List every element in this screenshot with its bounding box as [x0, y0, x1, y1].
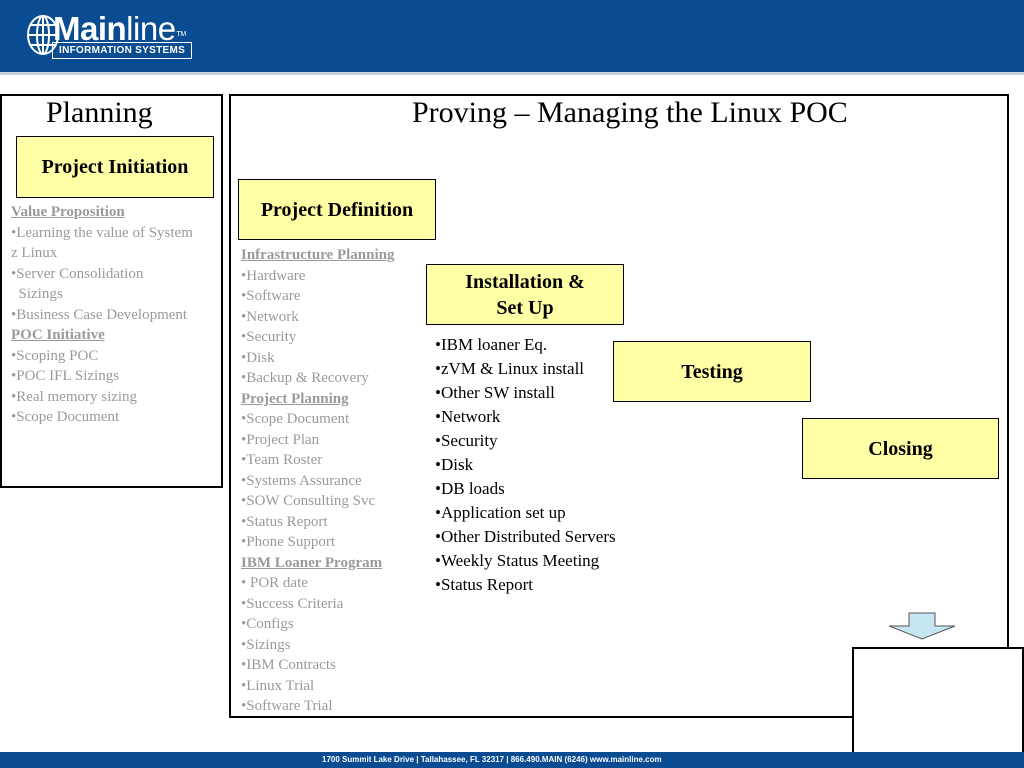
list-item: •Hardware: [241, 267, 306, 284]
list-item: •IBM Contracts: [241, 657, 336, 673]
list-item: •Server Consolidation: [11, 265, 144, 282]
list-item: •Application set up: [435, 503, 566, 522]
globe-icon: [27, 15, 59, 55]
list-item: •Scope Document: [241, 411, 350, 427]
installation-title-line1: Installation &: [465, 270, 585, 293]
section-heading: Value Proposition: [11, 204, 125, 220]
testing-box: Testing: [613, 341, 811, 402]
list-item: •Real memory sizing: [11, 388, 138, 405]
list-item: •DB loads: [435, 479, 505, 498]
header-divider: [0, 72, 1024, 75]
list-item: •Business Case Development: [11, 306, 188, 323]
list-item: •Scope Document: [11, 409, 120, 425]
list-item: •Status Report: [241, 513, 328, 530]
list-item: •POC IFL Sizings: [11, 368, 120, 384]
list-item: •Success Criteria: [241, 595, 344, 612]
proving-title: Proving – Managing the Linux POC: [412, 96, 848, 129]
list-item: •Phone Support: [241, 534, 336, 550]
list-item: •Linux Trial: [241, 677, 315, 694]
list-item: •Project Plan: [241, 431, 320, 448]
section-heading: IBM Loaner Program: [241, 554, 383, 571]
list-item: •Systems Assurance: [241, 472, 362, 489]
list-item: •Scoping POC: [11, 347, 99, 364]
list-item: •Weekly Status Meeting: [435, 551, 600, 570]
list-item: •IBM loaner Eq.: [435, 335, 548, 354]
list-item: Sizings: [11, 286, 63, 302]
list-item: z Linux: [11, 245, 58, 261]
planning-title: Planning: [46, 96, 153, 129]
list-item: • POR date: [241, 575, 308, 591]
footer-bar: 1700 Summit Lake Drive | Tallahassee, FL…: [0, 752, 1024, 768]
list-item: •Learning the value of System: [11, 224, 193, 241]
planning-list: Value Proposition •Learning the value of …: [11, 202, 193, 428]
list-item: •Security: [241, 329, 297, 345]
planning-panel: [0, 94, 223, 488]
list-item: •Other Distributed Servers: [435, 527, 616, 546]
list-item: •Network: [435, 407, 501, 426]
list-item: •Software Trial: [241, 698, 333, 714]
closing-box: Closing: [802, 418, 999, 479]
definition-list: Infrastructure Planning •Hardware •Softwar…: [241, 245, 394, 717]
list-item: •Network: [241, 308, 299, 325]
installation-title-line2: Set Up: [496, 296, 554, 319]
logo-subtitle: INFORMATION SYSTEMS: [52, 42, 193, 59]
header-bar: MainlineTM INFORMATION SYSTEMS: [0, 0, 1024, 72]
logo-wordmark: MainlineTM: [53, 10, 186, 47]
project-initiation-box: Project Initiation: [16, 136, 214, 198]
list-item: •Disk: [241, 349, 275, 366]
section-heading: Project Planning: [241, 390, 349, 407]
section-heading: POC Initiative: [11, 327, 105, 343]
down-arrow-icon: [888, 612, 956, 640]
list-item: •Disk: [435, 455, 474, 474]
list-item: •Software: [241, 288, 301, 304]
proving-panel: [229, 94, 1009, 718]
section-heading: Infrastructure Planning: [241, 247, 395, 263]
list-item: •Team Roster: [241, 452, 323, 468]
footer-contact: 1700 Summit Lake Drive | Tallahassee, FL…: [322, 755, 662, 764]
project-definition-box: Project Definition: [238, 179, 436, 240]
list-item: •Security: [435, 431, 498, 450]
blank-box: [852, 647, 1024, 768]
installation-setup-box: Installation & Set Up: [426, 264, 624, 325]
list-item: •Status Report: [435, 575, 534, 594]
list-item: •Backup & Recovery: [241, 370, 369, 386]
installation-list: •IBM loaner Eq. •zVM & Linux install •Othe…: [435, 333, 616, 597]
list-item: •Sizings: [241, 636, 291, 653]
list-item: •zVM & Linux install: [435, 359, 585, 378]
list-item: •Other SW install: [435, 383, 555, 402]
list-item: •SOW Consulting Svc: [241, 493, 376, 509]
list-item: •Configs: [241, 616, 294, 632]
